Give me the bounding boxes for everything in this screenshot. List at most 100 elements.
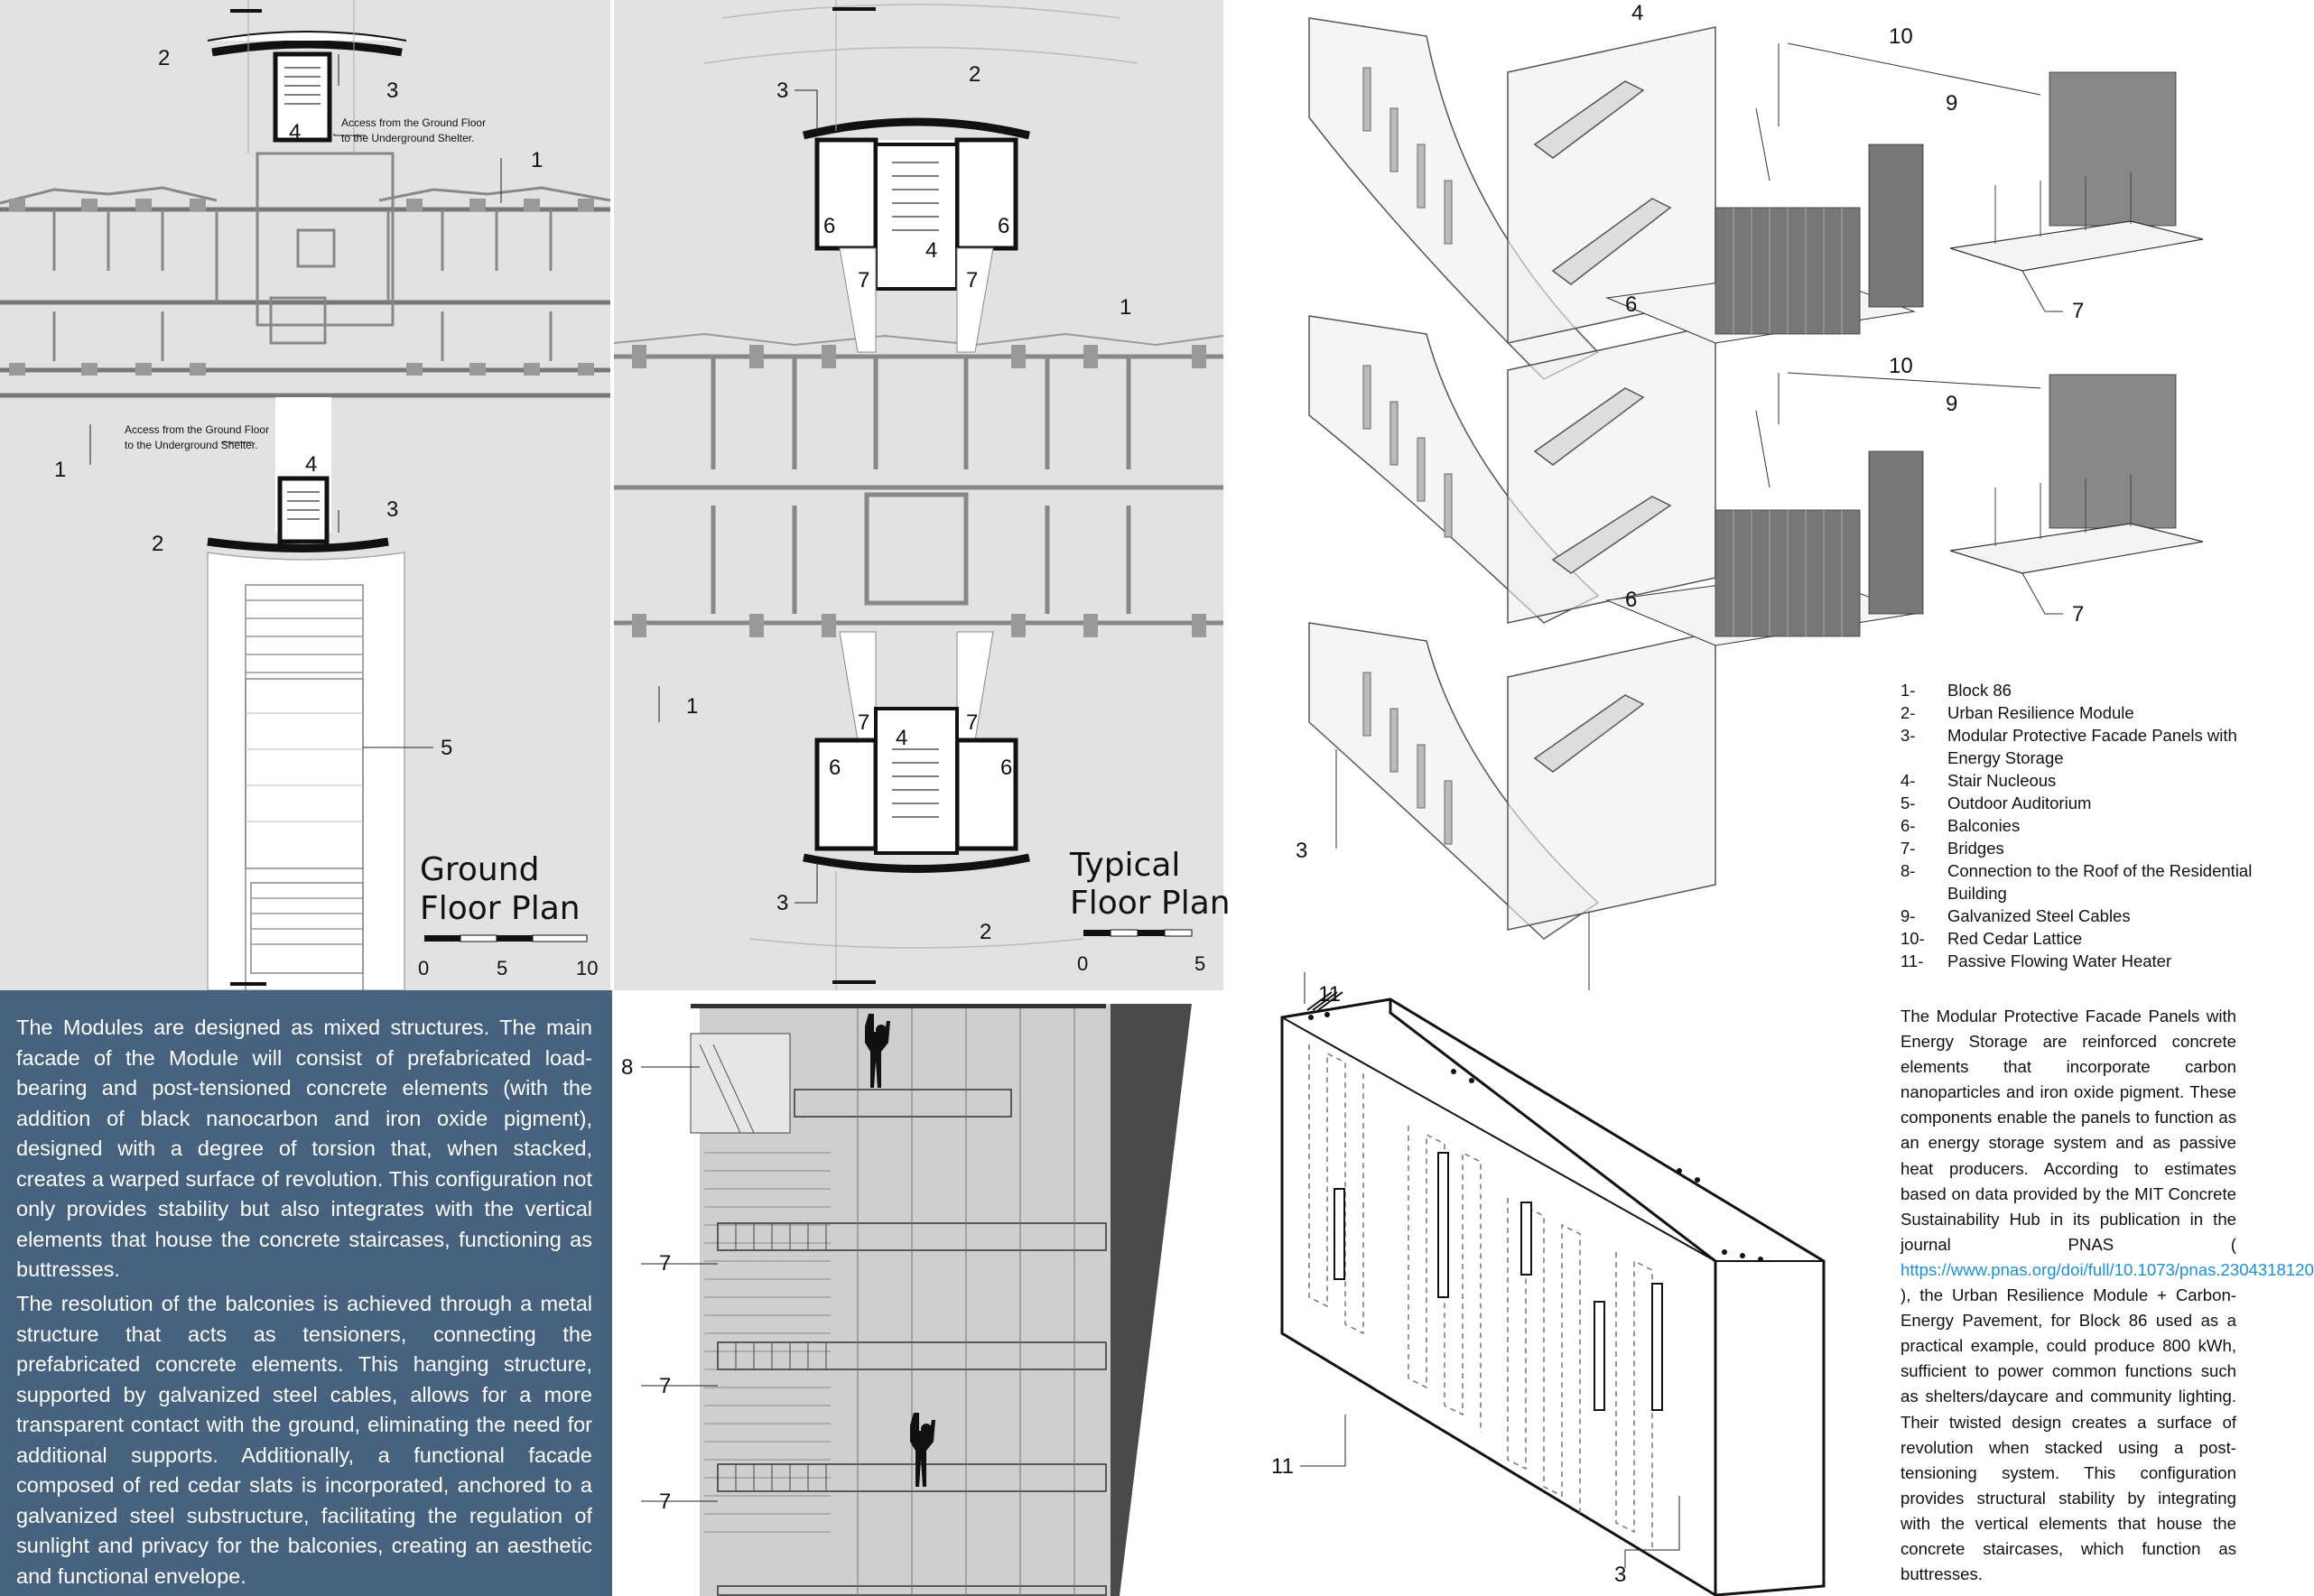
- gf-title-line2: Floor Plan: [420, 890, 581, 927]
- axo-label-4: 4: [1631, 1, 1643, 25]
- legend-number: 9-: [1900, 906, 1916, 925]
- legend-list: 1- Block 86 2-Urban Resilience Module 3-M…: [1900, 679, 2257, 972]
- legend-item: 11- Passive Flowing Water Heater: [1900, 950, 2257, 972]
- structure-paragraph-2: The resolution of the balconies is achie…: [16, 1292, 592, 1588]
- tf-label-6-ne: 6: [998, 214, 1009, 238]
- axo-label-9-mid: 9: [1946, 392, 1957, 416]
- gf-scale-0: 0: [418, 957, 429, 979]
- legend-number: 1-: [1900, 681, 1916, 700]
- gf-label-5: 5: [441, 736, 452, 760]
- axo-label-10-top: 10: [1889, 24, 1913, 49]
- legend-item: 8- Connection to the Roof of the Resident…: [1900, 859, 2257, 905]
- ground-floor-plan-drawing: 2 3 4 1 1 4 3 2 5 Access from the Ground…: [0, 0, 611, 1064]
- legend-text: Modular Protective Facade Panels with En…: [1947, 726, 2237, 767]
- tf-label-3-south: 3: [776, 891, 788, 915]
- legend-text: Stair Nucleous: [1947, 771, 2057, 790]
- legend-number: 8-: [1900, 861, 1916, 880]
- elev-label-7-2: 7: [659, 1374, 671, 1398]
- typical-floor-plan-drawing: 3 2 6 6 4 7 7 1 1 7 7 4 6 6 3 2 Typical …: [613, 0, 1231, 990]
- legend-item: 1- Block 86: [1900, 679, 2257, 701]
- legend-item: 9- Galvanized Steel Cables: [1900, 905, 2257, 927]
- tf-label-1-east: 1: [1120, 295, 1131, 320]
- legend-number: 4-: [1900, 771, 1916, 790]
- axo-label-10-mid: 10: [1889, 354, 1913, 378]
- legend-item: 7-Bridges: [1900, 837, 2257, 859]
- axo-label-7-mid: 7: [2072, 602, 2084, 626]
- legend-text: Urban Resilience Module: [1947, 703, 2134, 722]
- legend-text: Outdoor Auditorium: [1947, 793, 2092, 812]
- pnas-link[interactable]: https://www.pnas.org/doi/full/10.1073/pn…: [1900, 1259, 2314, 1279]
- axonometric-exploded-view: 4 10 9 6 7 10 9 6 7 3 3: [1228, 0, 2257, 1035]
- legend-number: 6-: [1900, 816, 1916, 835]
- elev-label-7-1: 7: [659, 1251, 671, 1276]
- axonometric-drawing: 4 10 9 6 7 10 9 6 7 3 3: [1296, 1, 2204, 1035]
- tf-scale-0: 0: [1077, 952, 1088, 975]
- structure-paragraph-1: The Modules are designed as mixed struct…: [16, 1016, 592, 1281]
- detail-label-11-bottom: 11: [1271, 1454, 1294, 1479]
- tf-label-7-se: 7: [966, 710, 978, 735]
- axo-label-3-left: 3: [1296, 839, 1307, 863]
- tf-label-7-sw: 7: [858, 710, 869, 735]
- legend-item: 5- Outdoor Auditorium: [1900, 792, 2257, 814]
- gf-scale-10: 10: [576, 957, 598, 979]
- tf-label-7-ne: 7: [966, 268, 978, 292]
- gf-label-2-north: 2: [158, 46, 170, 70]
- description-text-after: ), the Urban Resilience Module + Carbon-…: [1900, 1285, 2236, 1584]
- tf-label-3-north: 3: [776, 79, 788, 103]
- legend-text: Connection to the Roof of the Residentia…: [1947, 861, 2253, 903]
- axo-label-9-top: 9: [1946, 91, 1957, 116]
- gf-title-line1: Ground: [420, 851, 539, 888]
- structure-description-panel: The Modules are designed as mixed struct…: [0, 990, 612, 1596]
- legend-number: 11-: [1900, 951, 1924, 970]
- tf-scale-bar: [1083, 929, 1193, 937]
- description-text-before: The Modular Protective Facade Panels wit…: [1900, 1007, 2236, 1254]
- tf-title-line2: Floor Plan: [1070, 885, 1231, 922]
- axo-label-6-mid: 6: [1625, 588, 1637, 612]
- elev-label-7-3: 7: [659, 1489, 671, 1514]
- legend-item: 10- Red Cedar Lattice: [1900, 927, 2257, 950]
- tf-label-4-south: 4: [896, 726, 907, 750]
- tf-label-6-nw: 6: [823, 214, 835, 238]
- legend-text: Red Cedar Lattice: [1947, 929, 2083, 948]
- legend-text: Bridges: [1947, 839, 2004, 858]
- legend-number: 10-: [1900, 929, 1925, 948]
- gf-scale-5: 5: [497, 957, 507, 979]
- gf-label-4-north: 4: [289, 120, 301, 144]
- tf-label-7-nw: 7: [858, 268, 869, 292]
- detail-label-3: 3: [1614, 1563, 1626, 1587]
- tf-title-line1: Typical: [1069, 847, 1180, 884]
- gf-access-note-south-line2: to the Underground Shelter.: [125, 439, 257, 451]
- ground-floor-plan: 2 3 4 1 1 4 3 2 5 Access from the Ground…: [0, 0, 611, 1064]
- legend-text: Passive Flowing Water Heater: [1947, 951, 2172, 970]
- gf-scale-bar: [424, 934, 588, 942]
- facade-panel-detail-drawing: 11 11 3: [1271, 972, 1826, 1596]
- energy-panel-description: The Modular Protective Facade Panels wit…: [1900, 1004, 2314, 1587]
- legend-text: Galvanized Steel Cables: [1947, 906, 2131, 925]
- human-figures: [865, 1014, 935, 1487]
- gf-access-note-south-line1: Access from the Ground Floor: [125, 423, 269, 436]
- tf-label-1-west: 1: [686, 694, 698, 719]
- gf-label-4-south: 4: [305, 452, 317, 477]
- legend-item: 6- Balconies: [1900, 814, 2257, 837]
- tf-label-6-se: 6: [1000, 756, 1012, 780]
- facade-elevation-drawing: 8 7 7 7: [621, 1004, 1192, 1596]
- legend-number: 5-: [1900, 793, 1916, 812]
- legend-item: 2-Urban Resilience Module: [1900, 701, 2257, 724]
- legend-text: Balconies: [1947, 816, 2021, 835]
- legend-item: 4- Stair Nucleous: [1900, 769, 2257, 792]
- legend-item: 3-Modular Protective Facade Panels with …: [1900, 724, 2257, 769]
- tf-label-6-sw: 6: [829, 756, 841, 780]
- gf-label-3-south: 3: [386, 497, 398, 522]
- tf-scale-5: 5: [1194, 952, 1205, 975]
- tf-label-2-south: 2: [980, 920, 991, 944]
- gf-label-1-west: 1: [54, 458, 66, 482]
- gf-access-note-north-line2: to the Underground Shelter.: [341, 132, 474, 144]
- facade-panel-detail: 11 11 3: [1228, 972, 2257, 1596]
- legend-text: Block 86: [1947, 681, 2012, 700]
- typical-floor-plan: 3 2 6 6 4 7 7 1 1 7 7 4 6 6 3 2 Typical …: [613, 0, 1231, 990]
- gf-label-1-east: 1: [531, 148, 543, 172]
- gf-access-note-north-line1: Access from the Ground Floor: [341, 116, 486, 129]
- elev-label-8: 8: [621, 1055, 633, 1080]
- detail-label-11-top: 11: [1318, 982, 1341, 1007]
- axo-label-7-top: 7: [2072, 299, 2084, 323]
